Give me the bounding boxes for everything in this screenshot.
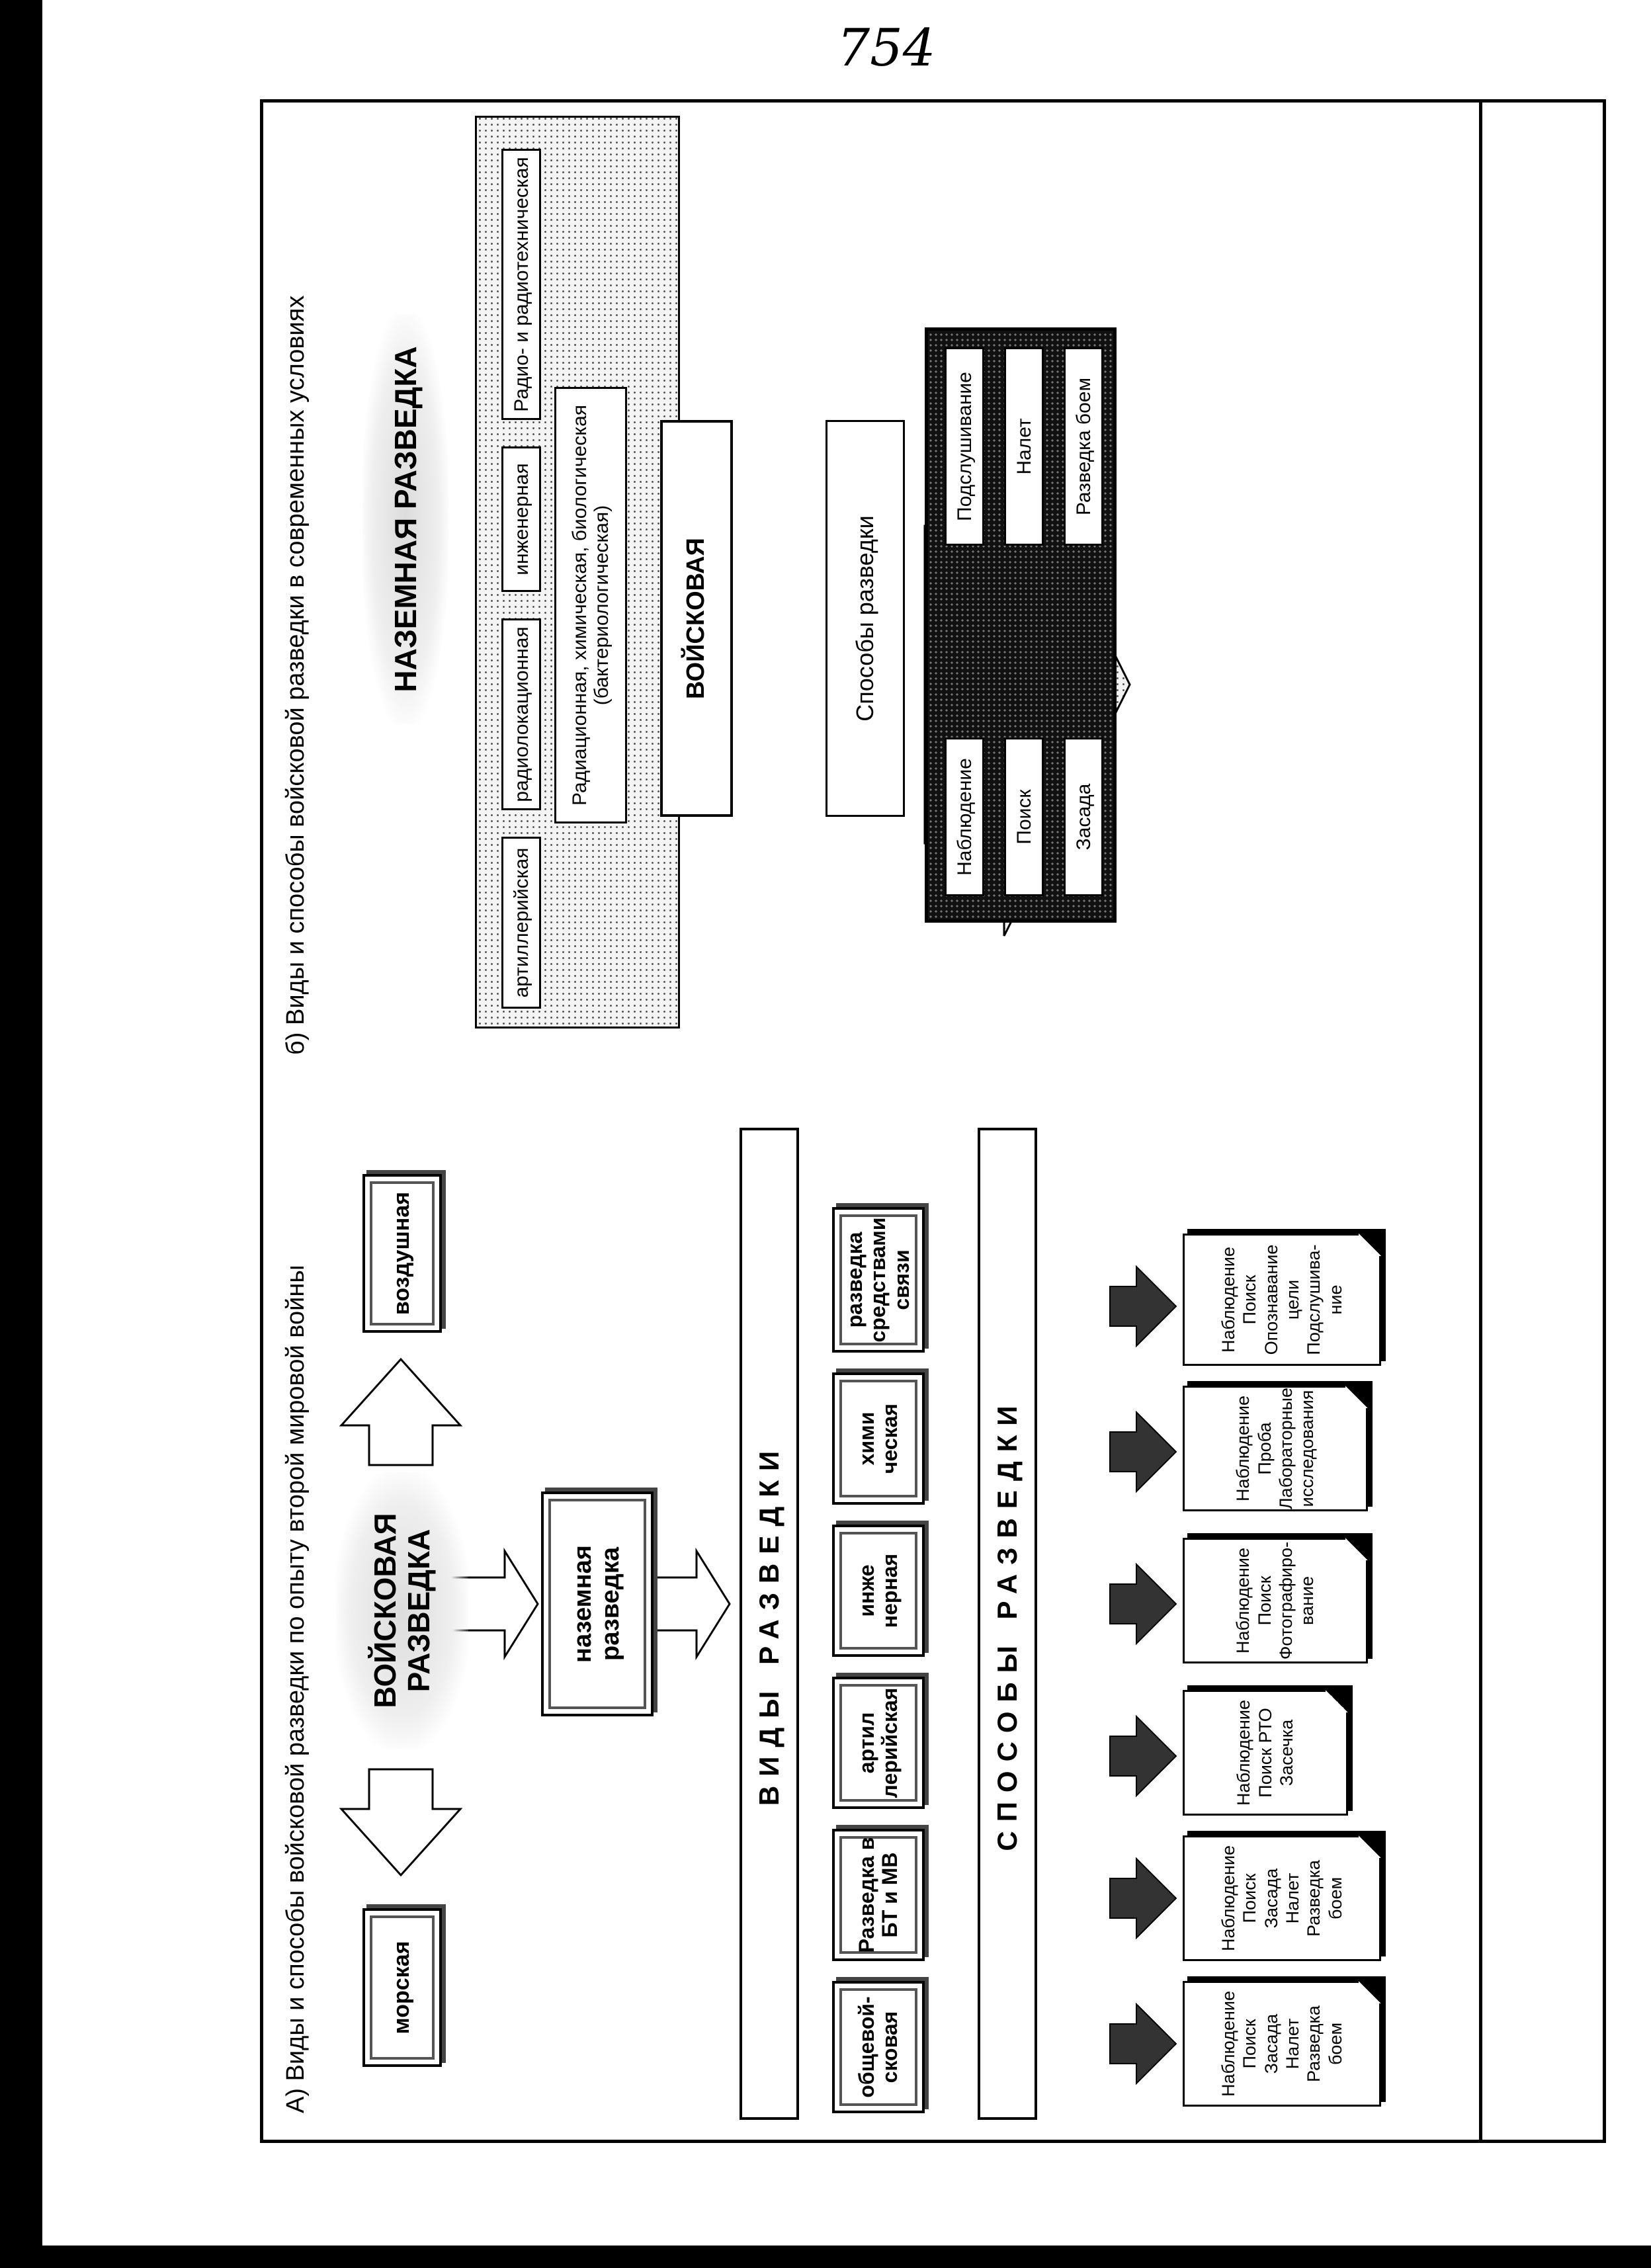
type-general: общевой-сковая xyxy=(832,1981,925,2113)
scan-border-left xyxy=(0,0,42,2268)
method-raid: Налет xyxy=(1004,347,1044,546)
method-search: Поиск xyxy=(1004,737,1044,896)
methods-armored: Наблюдение Поиск Засада Налет Разведка б… xyxy=(1183,1835,1381,1961)
type-chemical: хими ческая xyxy=(832,1372,925,1505)
arrow-to-sea xyxy=(339,1768,463,1877)
kind-rchb: Радиационная, химическая, биологическая … xyxy=(554,387,627,823)
kind-radar: радиолокационная xyxy=(501,618,541,810)
box-air: воздушная xyxy=(362,1174,442,1333)
type-engineering: инже нерная xyxy=(832,1525,925,1657)
scan-border-bottom xyxy=(0,2246,1651,2268)
method-ambush: Засада xyxy=(1064,737,1103,896)
band-types: ВИДЫ РАЗВЕДКИ xyxy=(740,1128,799,2120)
box-methods-title: Способы разведки xyxy=(826,420,905,817)
kind-engineering: инженерная xyxy=(501,446,541,592)
caption-part-a: А) Виды и способы войсковой разведки по … xyxy=(282,1265,310,2113)
method-arrows xyxy=(1109,1265,1177,2085)
arrow-to-air xyxy=(339,1357,463,1466)
frame-margin-line xyxy=(1479,99,1482,2143)
title-ground-recon: НАЗЕМНАЯ РАЗВЕДКА xyxy=(362,314,448,724)
title-military-recon: ВОЙСКОВАЯ РАЗВЕДКА xyxy=(336,1472,468,1749)
outer-frame xyxy=(260,99,1606,2143)
caption-part-b: б) Виды и способы войсковой разведки в с… xyxy=(282,295,310,1055)
method-recon-by-battle: Разведка боем xyxy=(1064,347,1103,546)
rotated-diagram: А) Виды и способы войсковой разведки по … xyxy=(263,103,1479,2140)
page-number: 754 xyxy=(837,19,936,78)
method-observation: Наблюдение xyxy=(945,737,984,896)
methods-engineering: Наблюдение Поиск Фотографиро-вание xyxy=(1183,1538,1368,1663)
type-signal: разведка средствами связи xyxy=(832,1207,925,1353)
type-armored: Разведка в БТ и МВ xyxy=(832,1829,925,1961)
kind-artillery: артиллерийская xyxy=(501,837,541,1009)
method-eavesdropping: Подслушивание xyxy=(945,347,984,546)
box-ground: наземная разведка xyxy=(541,1491,654,1716)
band-methods: СПОСОБЫ РАЗВЕДКИ xyxy=(978,1128,1037,2120)
methods-chemical: Наблюдение Проба Лабораторные исследован… xyxy=(1183,1386,1368,1511)
type-artillery: артил лерийская xyxy=(832,1677,925,1809)
box-military: ВОЙСКОВАЯ xyxy=(660,420,733,817)
methods-signal: Наблюдение Поиск Опознавание цели Подслу… xyxy=(1183,1234,1381,1366)
methods-general: Наблюдение Поиск Засада Налет Разведка б… xyxy=(1183,1981,1381,2107)
box-sea: морская xyxy=(362,1908,442,2067)
methods-artillery: Наблюдение Поиск РТО Засечка xyxy=(1183,1690,1348,1816)
kind-radio: Радио- и радиотехническая xyxy=(501,149,541,420)
